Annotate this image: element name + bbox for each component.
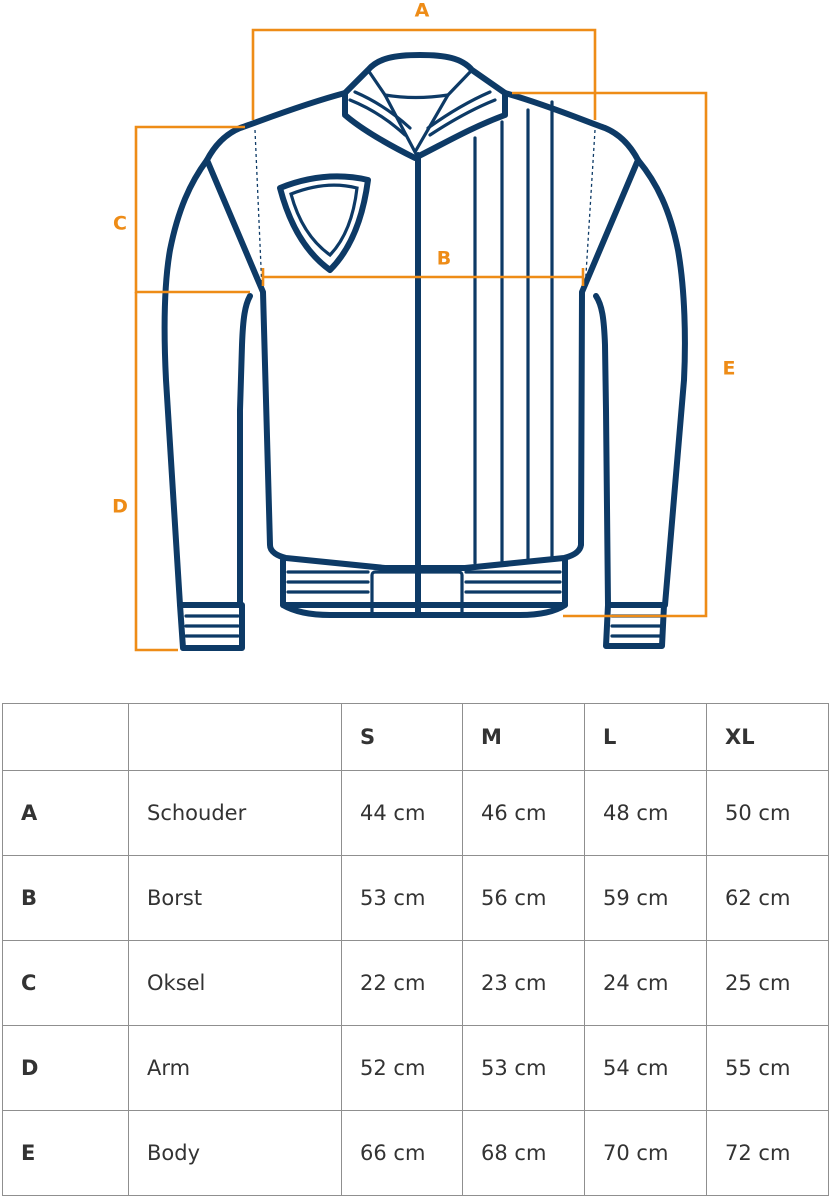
value-s: 52 cm <box>341 1025 463 1111</box>
value-xl: 62 cm <box>706 855 829 941</box>
dimension-label-c: C <box>113 213 127 235</box>
table-row: E Body 66 cm 68 cm 70 cm 72 cm <box>2 1110 829 1196</box>
row-name: Schouder <box>128 770 342 856</box>
dimension-e-line <box>512 91 708 618</box>
dimension-label-e: E <box>723 358 736 380</box>
value-l: 54 cm <box>584 1025 707 1111</box>
dimension-d-line <box>134 292 178 652</box>
value-s: 66 cm <box>341 1110 463 1196</box>
value-xl: 72 cm <box>706 1110 829 1196</box>
value-l: 70 cm <box>584 1110 707 1196</box>
row-name: Borst <box>128 855 342 941</box>
jacket-outline <box>161 52 688 651</box>
dimension-a-line <box>251 28 597 120</box>
shield-icon <box>277 173 371 273</box>
table-row: C Oksel 22 cm 23 cm 24 cm 25 cm <box>2 940 829 1026</box>
dimension-c-line <box>134 125 250 294</box>
header-cell-code <box>2 703 129 771</box>
header-cell-size-s: S <box>341 703 463 771</box>
row-name: Oksel <box>128 940 342 1026</box>
table-row: D Arm 52 cm 53 cm 54 cm 55 cm <box>2 1025 829 1111</box>
size-table-header-row: S M L XL <box>2 703 829 771</box>
value-s: 22 cm <box>341 940 463 1026</box>
table-row: B Borst 53 cm 56 cm 59 cm 62 cm <box>2 855 829 941</box>
value-m: 68 cm <box>462 1110 585 1196</box>
row-code: D <box>2 1025 129 1111</box>
row-code: C <box>2 940 129 1026</box>
size-table: S M L XL A Schouder 44 cm 46 cm 48 cm 50… <box>2 703 829 1196</box>
value-m: 53 cm <box>462 1025 585 1111</box>
value-s: 44 cm <box>341 770 463 856</box>
row-code: E <box>2 1110 129 1196</box>
header-cell-size-xl: XL <box>706 703 829 771</box>
header-cell-size-l: L <box>584 703 707 771</box>
value-xl: 50 cm <box>706 770 829 856</box>
value-xl: 55 cm <box>706 1025 829 1111</box>
row-name: Body <box>128 1110 342 1196</box>
value-xl: 25 cm <box>706 940 829 1026</box>
dimension-label-a: A <box>415 0 430 22</box>
value-l: 59 cm <box>584 855 707 941</box>
row-code: A <box>2 770 129 856</box>
jacket-measurement-diagram: A B C D E <box>112 0 736 652</box>
header-cell-size-m: M <box>462 703 585 771</box>
row-name: Arm <box>128 1025 342 1111</box>
header-cell-name <box>128 703 342 771</box>
value-m: 56 cm <box>462 855 585 941</box>
value-m: 46 cm <box>462 770 585 856</box>
row-code: B <box>2 855 129 941</box>
dimension-label-d: D <box>112 496 128 518</box>
value-s: 53 cm <box>341 855 463 941</box>
value-l: 24 cm <box>584 940 707 1026</box>
table-row: A Schouder 44 cm 46 cm 48 cm 50 cm <box>2 770 829 856</box>
value-l: 48 cm <box>584 770 707 856</box>
value-m: 23 cm <box>462 940 585 1026</box>
dimension-b-line <box>261 268 585 286</box>
dimension-label-b: B <box>437 248 451 270</box>
